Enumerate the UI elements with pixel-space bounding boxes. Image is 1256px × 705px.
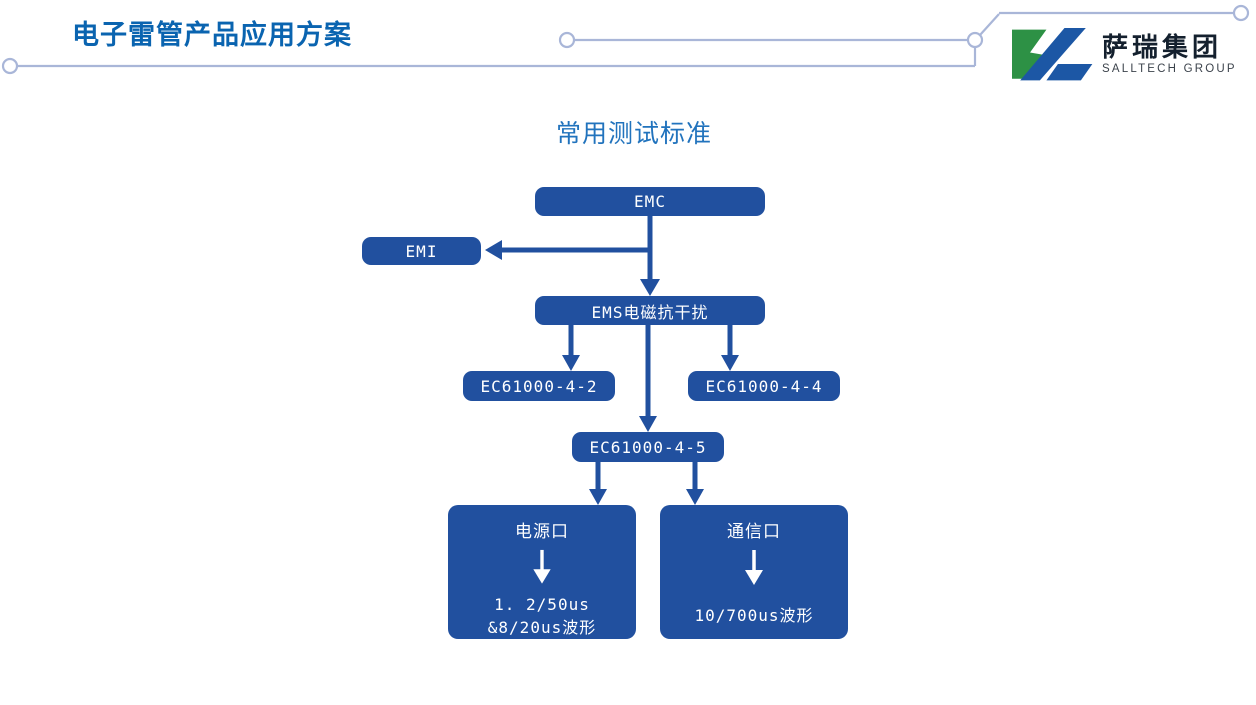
company-logo: 萨瑞集团 SALLTECH GROUP [1012, 26, 1237, 84]
node-ec61000-4-2: EC61000-4-2 [463, 371, 615, 401]
page-title: 电子雷管产品应用方案 [72, 20, 352, 50]
comm-port-wave-line: 10/700us波形 [694, 606, 814, 625]
logo-subtitle: SALLTECH GROUP [1102, 62, 1237, 75]
logo-text: 萨瑞集团 SALLTECH GROUP [1102, 32, 1237, 76]
logo-icon [1012, 27, 1093, 81]
power-port-title: 电源口 [515, 522, 569, 542]
node-emc: EMC [535, 187, 765, 216]
node-emi: EMI [362, 237, 481, 265]
down-arrow-icon [533, 549, 551, 584]
down-arrow-icon [745, 550, 763, 585]
diagram-title: 常用测试标准 [555, 120, 712, 148]
node-ems: EMS电磁抗干扰 [535, 296, 765, 325]
node-ec61000-4-4: EC61000-4-4 [688, 371, 840, 401]
node-power-port: 电源口 1. 2/50us &8/20us波形 [448, 505, 636, 639]
node-comm-port: 通信口 10/700us波形 [660, 505, 848, 639]
comm-port-title: 通信口 [727, 522, 781, 542]
power-port-wave-line-2: &8/20us波形 [487, 617, 597, 637]
logo-name: 萨瑞集团 [1102, 32, 1223, 62]
power-port-wave-line-1: 1. 2/50us [494, 594, 590, 614]
node-ec61000-4-5: EC61000-4-5 [572, 432, 724, 462]
